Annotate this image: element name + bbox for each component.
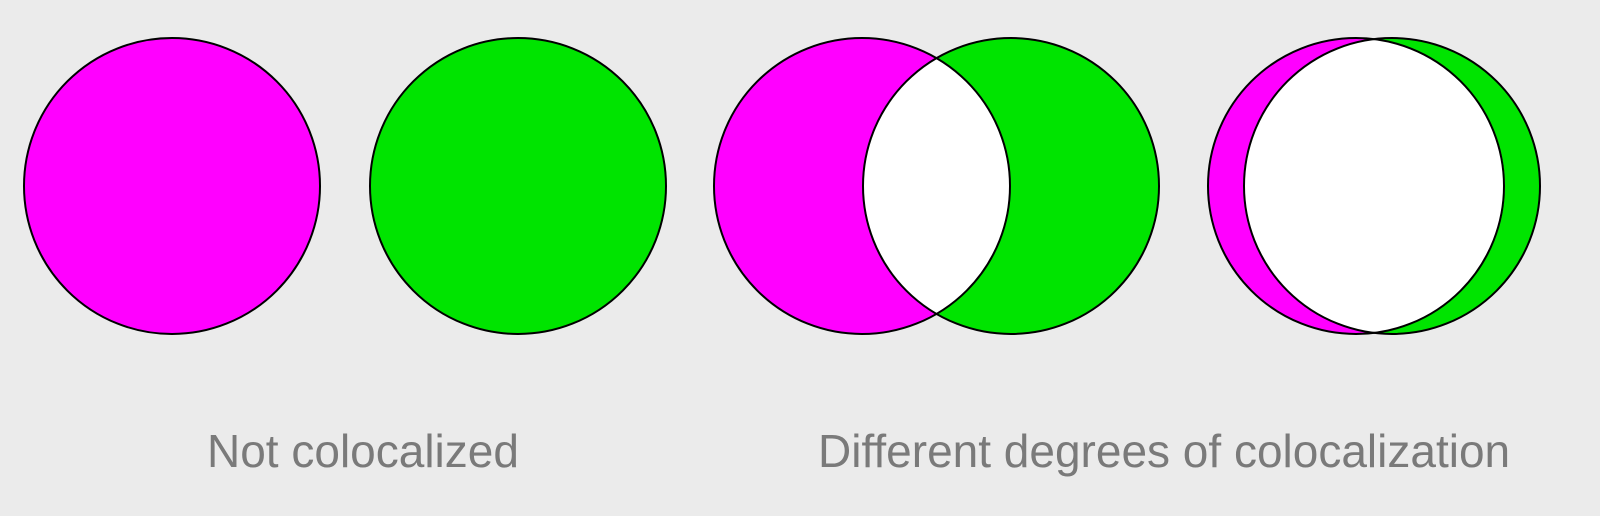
panel-magenta-only [23,37,321,335]
overlap-region [863,58,1010,314]
magenta-outline [713,37,1011,335]
green-outline [862,37,1160,335]
overlap-region [1243,39,1505,333]
panel-green-only [369,37,667,335]
panel-partial-overlap [713,37,1160,335]
green-circle [369,37,667,335]
magenta-circle [23,37,321,335]
green-outline [1243,37,1541,335]
panel-strong-overlap [1207,37,1541,335]
caption-not-colocalized: Not colocalized [207,425,519,477]
caption-degrees-of-colocalization: Different degrees of colocalization [818,425,1511,477]
magenta-outline [1207,37,1505,335]
